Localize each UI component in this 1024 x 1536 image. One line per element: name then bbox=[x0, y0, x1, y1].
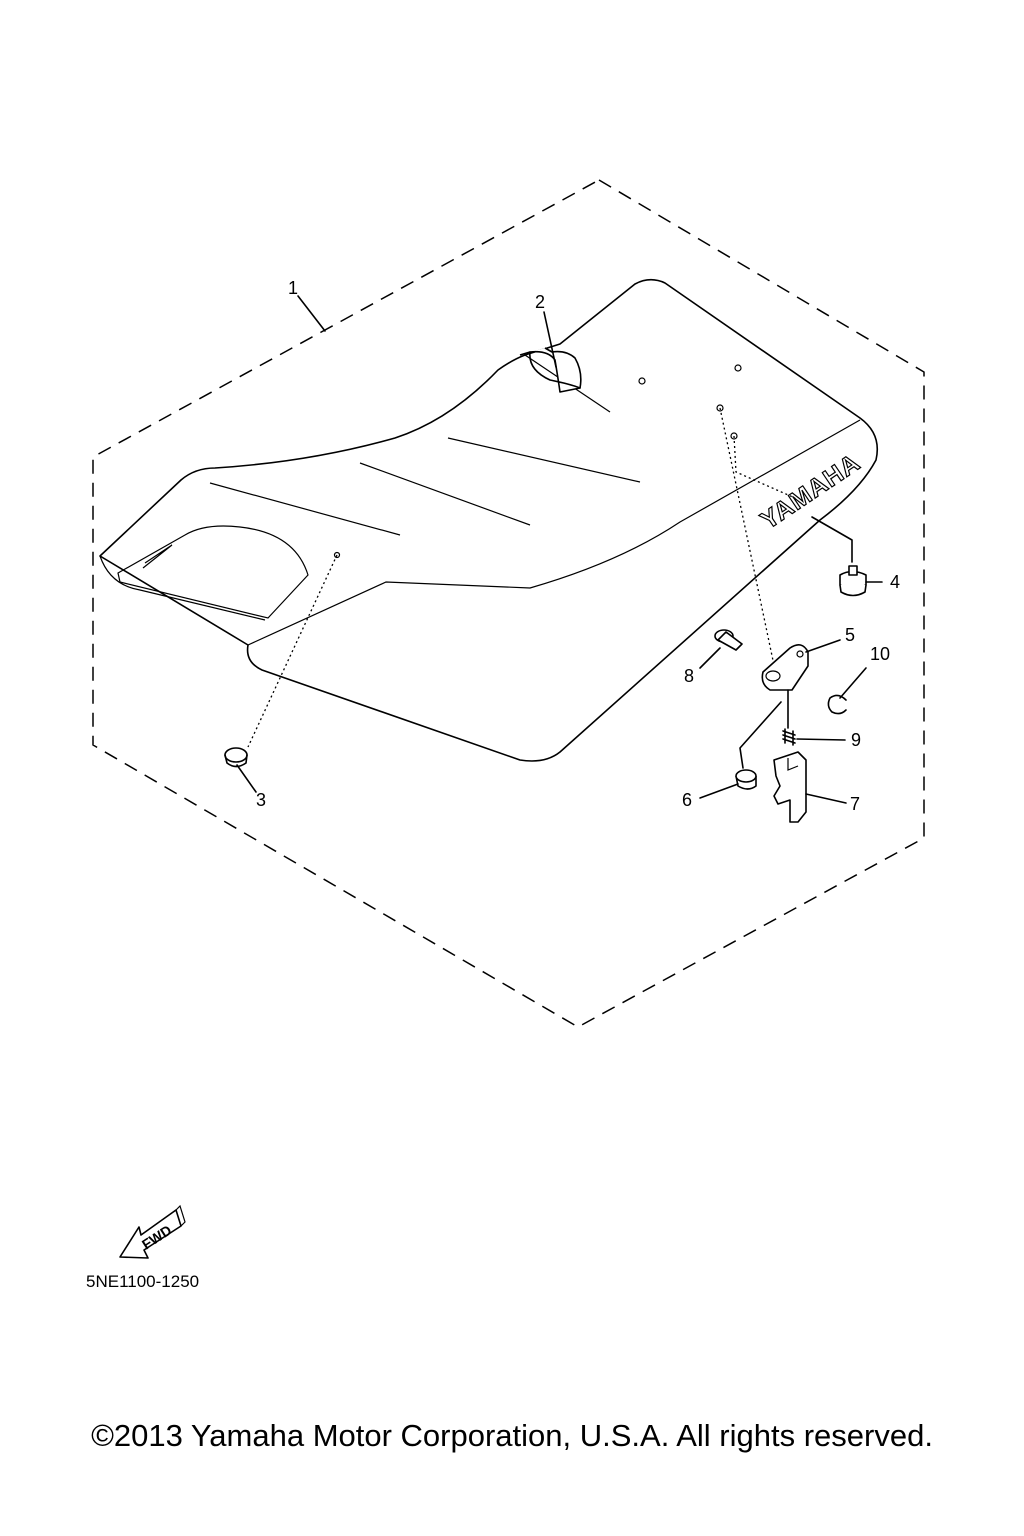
callout-4: 4 bbox=[890, 572, 900, 592]
assembly-boundary bbox=[92, 179, 925, 1028]
part-6-collar bbox=[735, 769, 757, 790]
part-7-latch-hook bbox=[773, 751, 807, 823]
callout-5: 5 bbox=[845, 625, 855, 645]
callout-9: 9 bbox=[851, 730, 861, 750]
callout-10: 10 bbox=[870, 644, 890, 664]
copyright-notice: ©2013 Yamaha Motor Corporation, U.S.A. A… bbox=[91, 1418, 933, 1453]
part-9-spring bbox=[782, 728, 796, 746]
part-8-bolt bbox=[714, 629, 743, 651]
callout-8: 8 bbox=[684, 666, 694, 686]
part-10-circlip bbox=[827, 694, 847, 715]
drawing-code: 5NE1100-1250 bbox=[86, 1272, 200, 1291]
part-3-grommet bbox=[224, 747, 248, 768]
callout-6: 6 bbox=[682, 790, 692, 810]
seat bbox=[99, 278, 879, 762]
callout-7: 7 bbox=[850, 794, 860, 814]
seat-logo: YAMAHA bbox=[756, 448, 866, 535]
part-4-damper bbox=[839, 565, 867, 597]
part-5-lock-plate bbox=[761, 644, 809, 691]
callout-1: 1 bbox=[288, 278, 298, 298]
forward-direction-arrow-icon: FWD bbox=[119, 1204, 186, 1259]
callout-2: 2 bbox=[535, 292, 545, 312]
callout-3: 3 bbox=[256, 790, 266, 810]
